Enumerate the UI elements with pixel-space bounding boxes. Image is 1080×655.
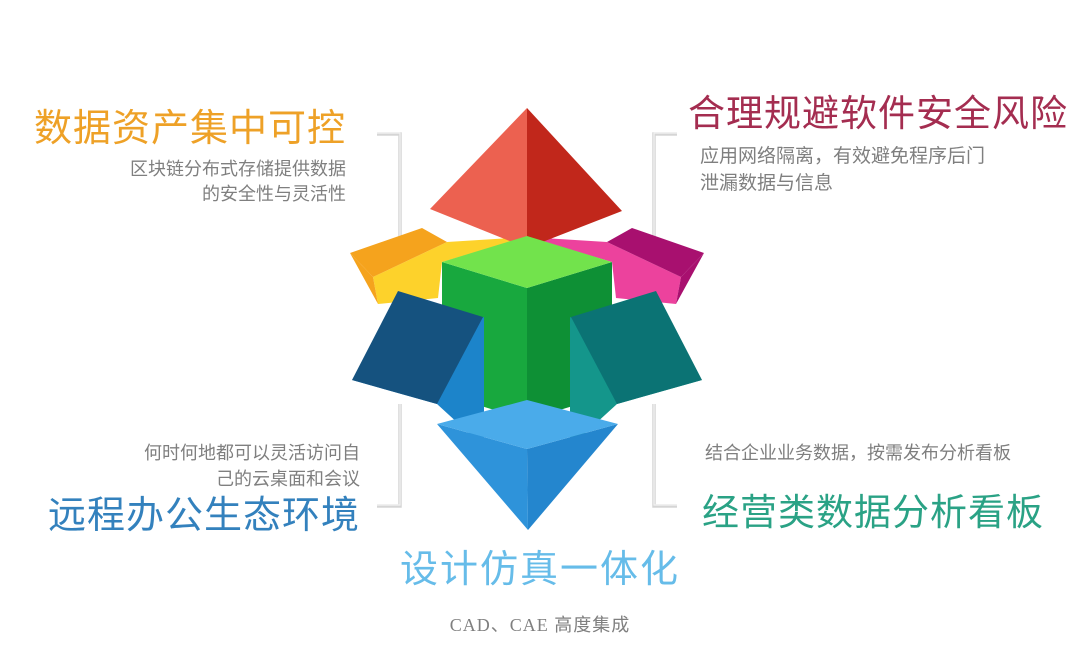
callout-bottom-left-title: 远程办公生态环境	[47, 495, 360, 538]
connector-bracket-bottom-right	[652, 404, 677, 508]
connector-bracket-top-right	[652, 132, 677, 237]
callout-bottom-right-desc-line1: 结合企业业务数据，按需发布分析看板	[705, 443, 1011, 463]
bottom-pyramid	[437, 400, 618, 530]
callout-top-left-desc-line1: 区块链分布式存储提供数据	[130, 158, 346, 179]
magenta-pyramid	[527, 228, 704, 304]
callout-bottom-center-title: 设计仿真一体化	[399, 549, 680, 591]
callout-top-left-title: 数据资产集中可控	[33, 108, 346, 150]
callout-bottom-left-desc-line1: 何时何地都可以灵活访问自	[144, 443, 360, 463]
callout-bottom-center-desc-line1: CAD、CAE 高度集成	[449, 614, 631, 635]
callout-top-right-desc-line2: 泄漏数据与信息	[700, 172, 834, 194]
callout-top-right: 合理规避软件安全风险 应用网络隔离，有效避免程序后门 泄漏数据与信息	[688, 94, 1078, 198]
callout-top-left-desc-line2: 的安全性与灵活性	[202, 184, 346, 205]
callout-bottom-right: 结合企业业务数据，按需发布分析看板 经营类数据分析看板	[702, 441, 1062, 533]
red-pyramid	[430, 108, 622, 248]
callout-bottom-center: 设计仿真一体化 CAD、CAE 高度集成	[0, 549, 1080, 638]
callout-top-right-desc-line1: 应用网络隔离，有效避免程序后门	[700, 145, 986, 167]
teal-pyramid	[570, 291, 702, 447]
callout-bottom-right-title: 经营类数据分析看板	[702, 492, 1044, 534]
connector-bracket-top-left	[377, 132, 402, 237]
connector-bracket-bottom-left	[377, 404, 402, 508]
callout-top-left: 数据资产集中可控 区块链分布式存储提供数据 的安全性与灵活性	[28, 108, 346, 208]
callout-bottom-left: 何时何地都可以灵活访问自 己的云桌面和会议 远程办公生态环境	[28, 441, 360, 537]
callout-top-right-title: 合理规避软件安全风险	[688, 94, 1068, 135]
yellow-pyramid	[350, 228, 527, 304]
callout-bottom-left-desc-line2: 己的云桌面和会议	[216, 468, 360, 489]
blue-pyramid	[352, 291, 484, 447]
